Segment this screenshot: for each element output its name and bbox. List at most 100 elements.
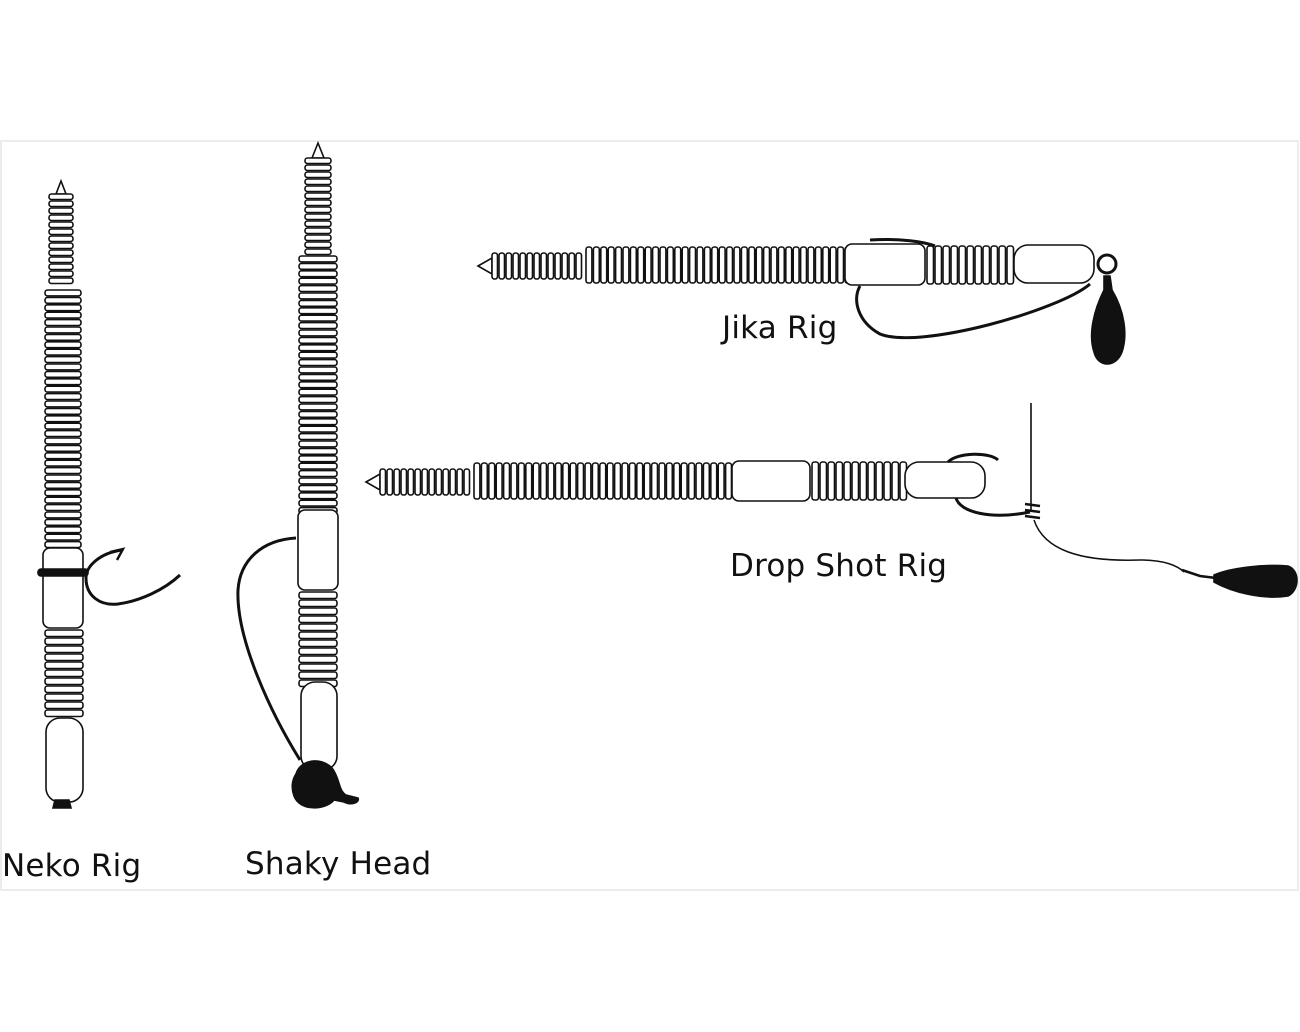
worm-rib — [298, 410, 338, 419]
worm-rib — [298, 631, 338, 640]
worm-rib — [48, 214, 74, 222]
worm-rib — [966, 245, 975, 285]
drop-swivel — [1181, 568, 1217, 580]
worm-rib — [762, 246, 771, 284]
jika-worm-lower-ribs — [926, 245, 1015, 285]
worm-rib — [44, 311, 82, 319]
worm-rib — [526, 252, 534, 280]
worm-rib — [298, 373, 338, 382]
worm-rib — [44, 451, 82, 460]
worm-rib — [510, 462, 518, 500]
worm-rib — [298, 591, 338, 600]
worm-rib — [48, 263, 74, 271]
worm-rib — [512, 252, 520, 280]
worm-rib — [517, 462, 526, 500]
worm-rib — [827, 461, 836, 501]
worm-rib — [456, 468, 464, 496]
neko-worm-tail-ribs — [48, 193, 74, 285]
worm-rib — [298, 599, 338, 608]
worm-rib — [635, 462, 644, 500]
worm-rib — [298, 321, 338, 330]
worm-rib — [304, 241, 332, 249]
worm-rib — [799, 246, 808, 284]
worm-rib — [950, 245, 959, 285]
worm-rib — [539, 462, 548, 500]
worm-rib — [811, 461, 820, 501]
worm-rib — [44, 407, 82, 416]
worm-rib — [48, 256, 74, 264]
shaky-head-rig — [236, 140, 360, 809]
worm-rib — [298, 432, 338, 441]
worm-rib — [44, 488, 82, 497]
worm-rib — [44, 677, 84, 686]
worm-rib — [561, 252, 569, 280]
worm-rib — [44, 385, 82, 393]
drop-hook — [946, 452, 1031, 517]
worm-rib — [298, 269, 338, 278]
worm-rib — [463, 468, 471, 496]
worm-rib — [298, 314, 338, 322]
worm-rib — [747, 246, 756, 284]
worm-rib — [629, 246, 638, 284]
worm-rib — [304, 213, 332, 221]
worm-rib — [44, 540, 82, 549]
worm-rib — [599, 246, 608, 284]
worm-rib — [379, 468, 387, 496]
worm-rib — [298, 299, 338, 308]
worm-rib — [851, 461, 860, 501]
worm-rib — [718, 246, 726, 284]
worm-rib — [304, 157, 332, 165]
worm-rib — [298, 440, 338, 448]
worm-rib — [44, 693, 84, 702]
worm-rib — [44, 533, 82, 541]
worm-rib — [44, 701, 84, 710]
worm-rib — [298, 380, 338, 389]
worm-rib — [651, 246, 660, 284]
worm-rib — [44, 400, 82, 408]
worm-rib — [48, 228, 74, 236]
worm-rib — [304, 248, 332, 256]
shaky-worm-head — [300, 681, 338, 771]
worm-rib — [44, 377, 82, 386]
worm-rib — [703, 246, 712, 284]
worm-rib — [575, 252, 583, 280]
worm-rib — [393, 468, 401, 496]
worm-rib — [44, 466, 82, 475]
worm-rib — [819, 461, 828, 501]
worm-rib — [304, 171, 332, 179]
worm-rib — [598, 462, 607, 500]
worm-rib — [592, 246, 601, 284]
worm-rib — [666, 246, 675, 284]
worm-rib — [576, 462, 585, 500]
neko-worm-ribs — [44, 289, 82, 549]
worm-rib — [480, 462, 489, 500]
worm-rib — [724, 462, 733, 500]
jika-sinker — [1090, 275, 1126, 365]
jika-hook — [855, 237, 1091, 340]
worm-rib — [554, 462, 563, 500]
worm-rib — [717, 462, 725, 500]
worm-rib — [304, 199, 332, 207]
neko-rig-label: Neko Rig — [2, 848, 142, 884]
worm-rib — [883, 461, 892, 501]
drop-worm-collar — [731, 460, 811, 502]
worm-rib — [44, 348, 82, 356]
jika-rig-label: Jika Rig — [722, 310, 838, 346]
worm-rib — [298, 425, 338, 433]
worm-rib — [696, 246, 704, 284]
worm-rib — [44, 363, 82, 371]
drop-worm-tail-ribs — [379, 468, 471, 496]
drop-shot-label: Drop Shot Rig — [730, 548, 948, 584]
worm-rib — [298, 607, 338, 616]
worm-rib — [298, 388, 338, 396]
worm-rib — [298, 663, 338, 672]
worm-rib — [298, 306, 338, 315]
worm-rib — [48, 277, 74, 285]
worm-rib — [591, 462, 600, 500]
drop-shot-rig — [364, 403, 1298, 598]
worm-rib — [934, 245, 943, 285]
worm-rib — [502, 462, 511, 500]
worm-rib — [428, 468, 436, 496]
worm-rib — [687, 462, 696, 500]
worm-rib — [613, 462, 622, 500]
